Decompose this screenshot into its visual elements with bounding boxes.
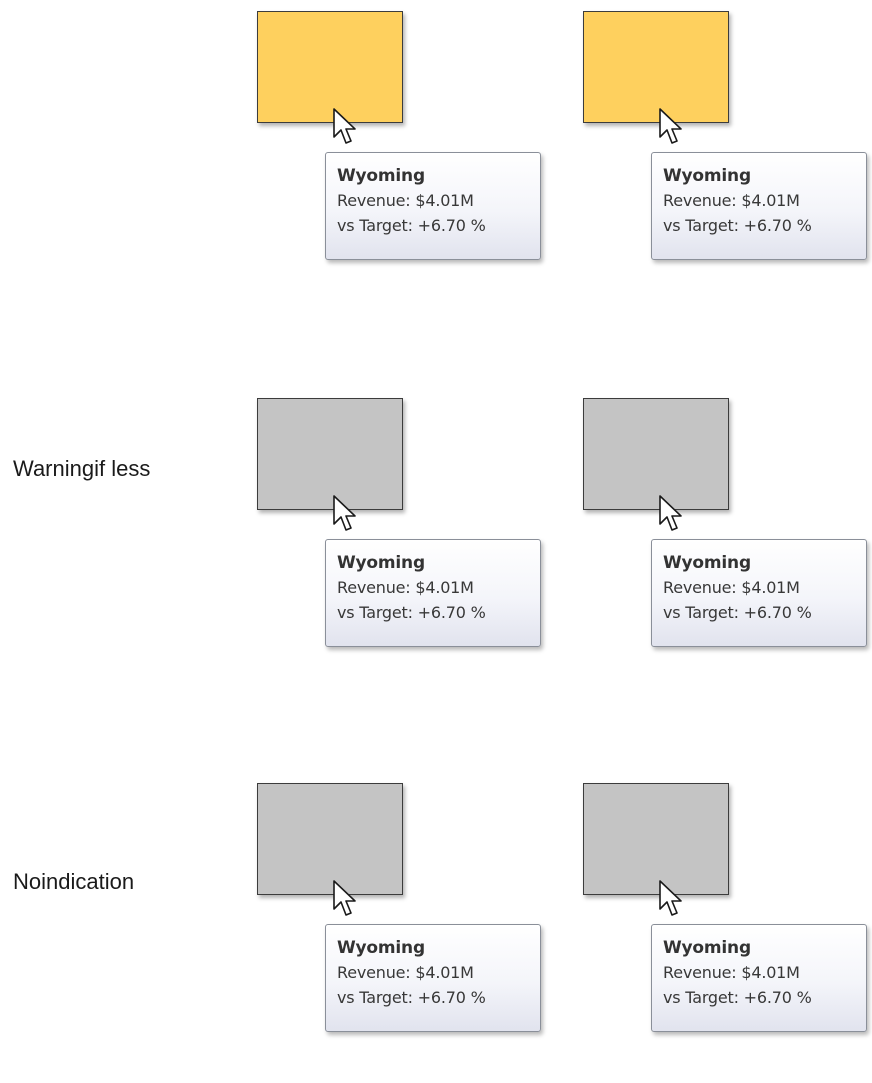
tooltip-revenue: Revenue: $4.01M <box>337 963 474 982</box>
tooltip-vs-target: vs Target: +6.70 % <box>663 988 812 1007</box>
tooltip: Wyoming Revenue: $4.01M vs Target: +6.70… <box>325 924 541 1032</box>
mouse-pointer-icon <box>333 880 356 916</box>
map-shape-wyoming[interactable] <box>583 11 729 123</box>
mouse-pointer-icon <box>659 108 682 144</box>
map-shape-wyoming[interactable] <box>583 783 729 895</box>
tooltip: Wyoming Revenue: $4.01M vs Target: +6.70… <box>651 152 867 260</box>
map-shape-wyoming[interactable] <box>257 783 403 895</box>
mouse-pointer-icon <box>659 880 682 916</box>
example-cell: Wyoming Revenue: $4.01M vs Target: +6.70… <box>257 11 557 311</box>
mouse-pointer-icon <box>333 495 356 531</box>
tooltip: Wyoming Revenue: $4.01M vs Target: +6.70… <box>325 152 541 260</box>
example-cell: Wyoming Revenue: $4.01M vs Target: +6.70… <box>583 398 872 698</box>
example-row-2: Warningif less Wyoming Revenue: $4.01M v… <box>0 398 872 698</box>
example-cell: Wyoming Revenue: $4.01M vs Target: +6.70… <box>583 11 872 311</box>
tooltip-title: Wyoming <box>663 166 751 186</box>
tooltip-vs-target: vs Target: +6.70 % <box>337 988 486 1007</box>
tooltip-revenue: Revenue: $4.01M <box>337 578 474 597</box>
map-shape-wyoming[interactable] <box>257 398 403 510</box>
mouse-pointer-icon <box>333 108 356 144</box>
tooltip-revenue: Revenue: $4.01M <box>663 578 800 597</box>
tooltip: Wyoming Revenue: $4.01M vs Target: +6.70… <box>651 924 867 1032</box>
tooltip-title: Wyoming <box>663 553 751 573</box>
tooltip-revenue: Revenue: $4.01M <box>337 191 474 210</box>
map-shape-wyoming[interactable] <box>257 11 403 123</box>
tooltip: Wyoming Revenue: $4.01M vs Target: +6.70… <box>651 539 867 647</box>
map-shape-wyoming[interactable] <box>583 398 729 510</box>
tooltip: Wyoming Revenue: $4.01M vs Target: +6.70… <box>325 539 541 647</box>
row-label: Noindication <box>13 869 135 894</box>
tooltip-title: Wyoming <box>337 553 425 573</box>
tooltip-revenue: Revenue: $4.01M <box>663 963 800 982</box>
tooltip-vs-target: vs Target: +6.70 % <box>663 603 812 622</box>
tooltip-vs-target: vs Target: +6.70 % <box>337 603 486 622</box>
tooltip-vs-target: vs Target: +6.70 % <box>663 216 812 235</box>
tooltip-title: Wyoming <box>337 166 425 186</box>
example-cell: Wyoming Revenue: $4.01M vs Target: +6.70… <box>583 783 872 1083</box>
tooltip-title: Wyoming <box>337 938 425 958</box>
tooltip-vs-target: vs Target: +6.70 % <box>337 216 486 235</box>
example-row-1: Wyoming Revenue: $4.01M vs Target: +6.70… <box>0 11 872 311</box>
tooltip-title: Wyoming <box>663 938 751 958</box>
tooltip-revenue: Revenue: $4.01M <box>663 191 800 210</box>
mouse-pointer-icon <box>659 495 682 531</box>
example-cell: Wyoming Revenue: $4.01M vs Target: +6.70… <box>257 398 557 698</box>
example-row-3: Noindication Wyoming Revenue: $4.01M vs … <box>0 783 872 1083</box>
row-label: Warningif less <box>13 456 151 481</box>
example-cell: Wyoming Revenue: $4.01M vs Target: +6.70… <box>257 783 557 1083</box>
